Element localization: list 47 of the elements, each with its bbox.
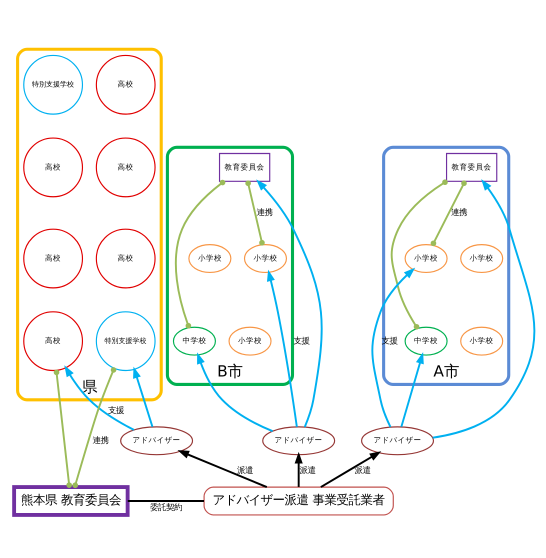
- edge-label: 支援: [108, 406, 124, 416]
- node-box: アドバイザー派遣 事業受託業者: [204, 486, 394, 516]
- edge-label: 連携: [450, 208, 467, 218]
- node-ellipse: アドバイザー: [361, 426, 434, 456]
- node-circle: 高校: [23, 228, 84, 288]
- connector: [54, 370, 72, 488]
- node-circle: 高校: [23, 137, 84, 198]
- arrow: [266, 270, 298, 427]
- node-ellipse: 中学校: [404, 326, 448, 356]
- arrow: [371, 268, 416, 428]
- edge-label: 連携: [256, 208, 272, 218]
- arrow: [197, 352, 274, 432]
- edge-label: 派遣: [300, 466, 316, 476]
- edge-label: 派遣: [237, 466, 254, 476]
- arrow: [178, 450, 268, 488]
- edge-label: 派遣: [354, 466, 370, 476]
- connector: [128, 500, 204, 502]
- node-ellipse: 小学校: [460, 244, 504, 274]
- node-ellipse: 小学校: [188, 244, 232, 274]
- node-ellipse: アドバイザー: [262, 426, 336, 456]
- node-circle: 高校: [96, 228, 156, 288]
- node-circle: 高校: [96, 54, 156, 115]
- node-box: 教育委員会: [218, 152, 270, 182]
- node-box: 教育委員会: [446, 152, 498, 182]
- node-ellipse: 小学校: [404, 244, 448, 274]
- arrow: [64, 365, 134, 431]
- arrow: [320, 451, 382, 488]
- node-box: 熊本県 教育委員会: [12, 485, 130, 517]
- arrow: [432, 179, 536, 439]
- edge-label: 連携: [92, 436, 109, 446]
- connector: [430, 180, 467, 246]
- node-circle: 高校: [23, 311, 84, 372]
- node-ellipse: 中学校: [172, 326, 216, 356]
- edge-label: 委託契約: [150, 503, 182, 514]
- arrow: [133, 366, 154, 428]
- connector: [174, 180, 226, 329]
- node-ellipse: アドバイザー: [120, 426, 194, 456]
- node-circle: 高校: [96, 137, 156, 198]
- connector: [245, 180, 265, 246]
- node-ellipse: 小学校: [244, 244, 288, 274]
- connector: [72, 367, 116, 488]
- node-ellipse: 小学校: [228, 326, 272, 356]
- arrow: [256, 179, 323, 428]
- arrow: [294, 452, 303, 487]
- arrow: [400, 352, 424, 428]
- node-ellipse: 小学校: [460, 326, 504, 356]
- connector: [390, 179, 448, 330]
